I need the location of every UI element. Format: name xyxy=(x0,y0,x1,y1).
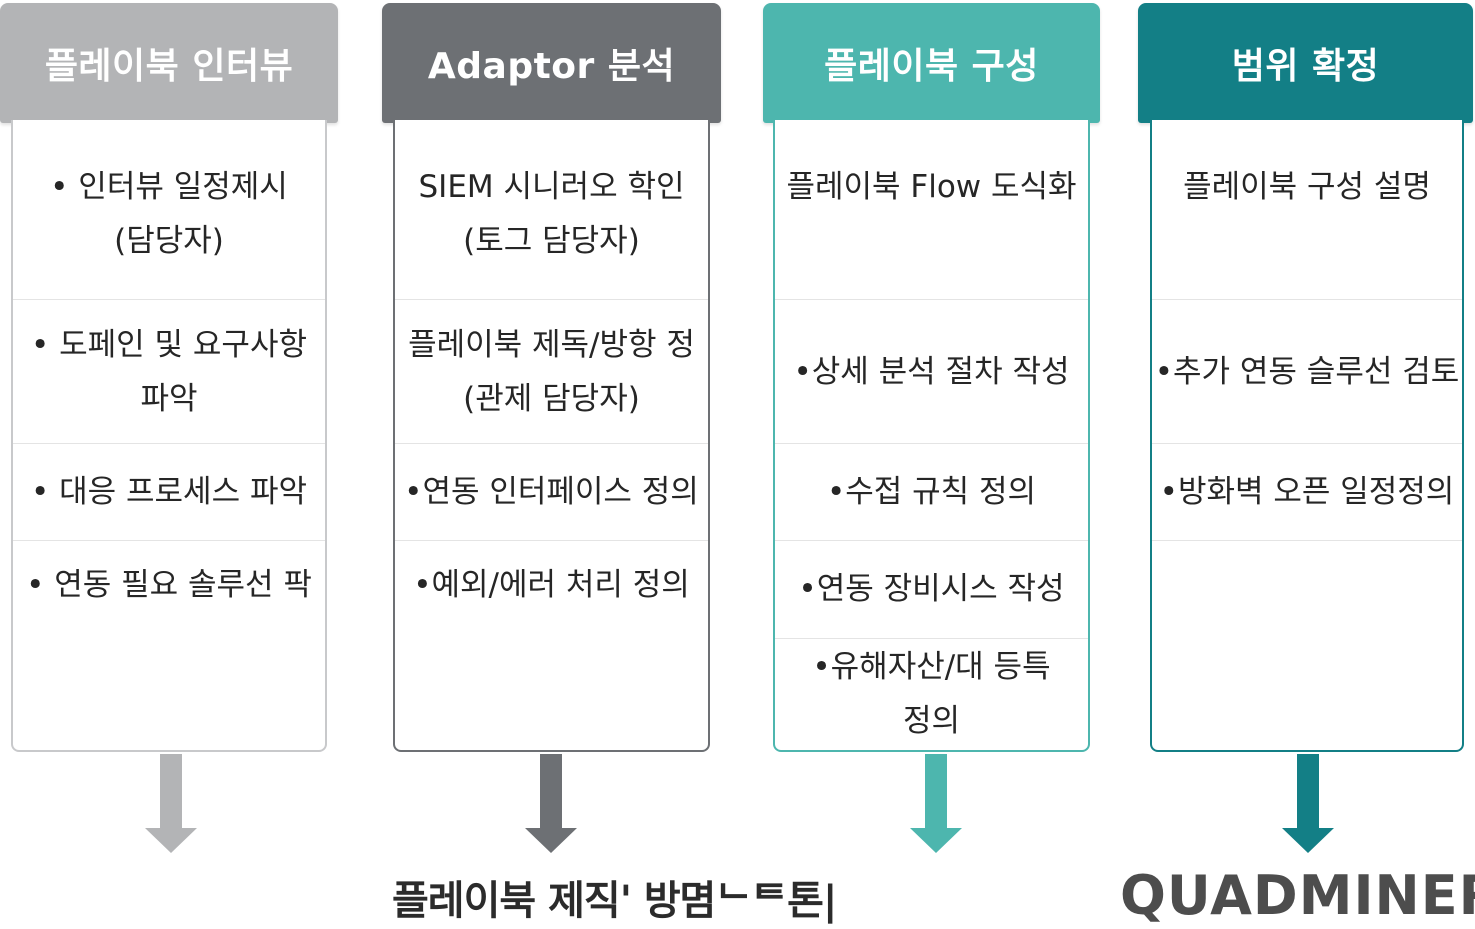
down-arrow-icon xyxy=(145,754,197,853)
footer-caption: 플레이북 제직' 방몀ᄂᄐ톤| xyxy=(392,878,838,924)
brand-logo: QUADMINER xyxy=(1120,864,1475,927)
list-item: • 대응 프로세스 파악 xyxy=(13,443,325,541)
column-header: 플레이북 인터뷰 xyxy=(0,3,338,123)
list-item: • 인터뷰 일정제시 (담당자) xyxy=(13,120,325,300)
list-item: •연동 장비시스 작성 xyxy=(775,540,1088,639)
list-item: •추가 연동 슬루선 검토 xyxy=(1152,300,1462,444)
column-header: 플레이북 구성 xyxy=(763,3,1100,123)
list-item: • 도페인 및 요구사항 파악 xyxy=(13,300,325,444)
list-item: 플레이북 구성 설명 xyxy=(1152,120,1462,300)
down-arrow-icon xyxy=(525,754,577,853)
list-item: •수접 규칙 정의 xyxy=(775,443,1088,541)
column-body: SIEM 시니러오 학인 (토그 담당자) 플레이북 제독/방항 정 (관제 담… xyxy=(393,120,710,752)
column-body: 플레이북 Flow 도식화 •상세 분석 절차 작성 •수접 규칙 정의 •연동… xyxy=(773,120,1090,752)
list-item: •방화벽 오픈 일정정의 xyxy=(1152,443,1462,541)
down-arrow-icon xyxy=(910,754,962,853)
list-item: •예외/에러 처리 정의 xyxy=(413,567,690,603)
list-item: •상세 분석 절차 작성 xyxy=(775,300,1088,444)
list-item: •연동 인터페이스 정의 xyxy=(395,443,708,541)
list-item: 플레이북 Flow 도식화 xyxy=(775,120,1088,300)
list-item: •유해자산/대 등특 정의 xyxy=(812,649,1051,739)
column-body: 플레이북 구성 설명 •추가 연동 슬루선 검토 •방화벽 오픈 일정정의 xyxy=(1150,120,1464,752)
column-header: 범위 확정 xyxy=(1138,3,1473,123)
column-body: • 인터뷰 일정제시 (담당자) • 도페인 및 요구사항 파악 • 대응 프로… xyxy=(11,120,327,752)
column-header: Adaptor 분석 xyxy=(382,3,721,123)
down-arrow-icon xyxy=(1282,754,1334,853)
list-item: 플레이북 제독/방항 정 (관제 담당자) xyxy=(395,300,708,444)
list-item: SIEM 시니러오 학인 (토그 담당자) xyxy=(395,120,708,300)
list-item: • 연동 필요 솔루선 팍 xyxy=(26,567,312,603)
